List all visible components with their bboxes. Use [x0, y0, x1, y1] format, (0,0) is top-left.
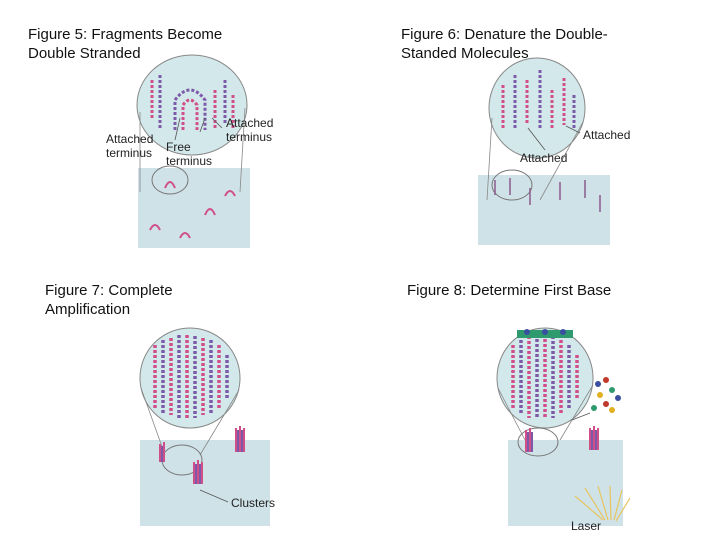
label-attached-terminus-left: Attached terminus — [106, 132, 166, 160]
new-bases-8 — [517, 329, 573, 338]
figure-8-illustration — [497, 328, 630, 526]
label-laser: Laser — [571, 519, 601, 533]
flowcell-surface-5 — [138, 168, 250, 248]
strands-8 — [513, 334, 577, 418]
label-free-terminus: Free terminus — [166, 140, 236, 168]
label-attached-terminus-right: Attached terminus — [226, 116, 286, 144]
label-clusters: Clusters — [231, 496, 275, 510]
label-attached-right: Attached — [583, 128, 630, 142]
label-attached-left: Attached — [520, 151, 567, 165]
flowcell-surface-6 — [478, 175, 610, 245]
labeled-nucleotides-8 — [591, 377, 621, 413]
